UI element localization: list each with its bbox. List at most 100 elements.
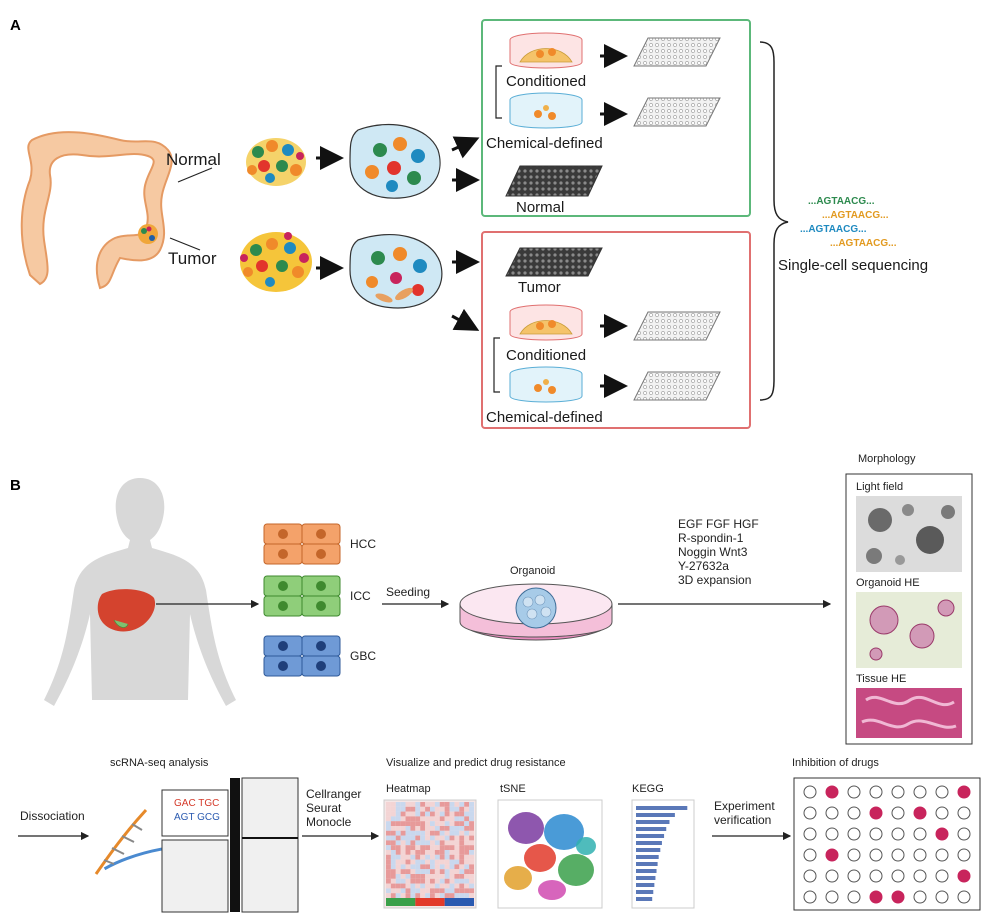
heatmap-cell xyxy=(400,850,406,855)
sequence-reads: ...AGTAACG... ...AGTAACG... ...AGTAACG..… xyxy=(800,196,897,249)
dna-helix-icon xyxy=(94,808,163,875)
heatmap-cell xyxy=(430,883,435,889)
heatmap-cell xyxy=(439,859,445,865)
heatmap-cell xyxy=(434,811,440,817)
heatmap-cell xyxy=(410,850,416,855)
drug-well xyxy=(803,869,817,883)
heatmap-cell xyxy=(410,878,416,884)
heatmap-cell xyxy=(439,864,445,870)
gbc-label: GBC xyxy=(350,649,376,663)
heatmap-cell xyxy=(459,874,465,879)
heatmap-cell xyxy=(459,826,465,831)
heatmap-cell xyxy=(459,854,465,860)
heatmap-cell xyxy=(444,883,450,889)
heatmap-cell xyxy=(420,878,426,884)
heatmap-cell xyxy=(430,850,435,855)
heatmap-cell xyxy=(386,869,391,874)
heatmap-cell xyxy=(454,811,460,817)
heatmap-cell xyxy=(410,811,416,817)
heatmap-cell xyxy=(405,840,411,846)
heatmap-cell xyxy=(434,869,440,874)
factor-line-5: 3D expansion xyxy=(678,573,751,587)
panel-a-letter: A xyxy=(10,17,21,34)
heatmap-cell xyxy=(386,850,391,855)
heatmap-cell xyxy=(425,869,430,874)
heatmap-cell xyxy=(434,883,440,889)
heatmap-cell xyxy=(400,854,406,860)
heatmap-cell xyxy=(400,816,406,822)
drug-well-inhibited xyxy=(825,848,839,862)
heatmap-cell xyxy=(444,874,450,879)
heatmap-cell xyxy=(420,802,426,807)
heatmap-cell xyxy=(386,830,391,836)
heatmap-cell xyxy=(415,816,421,822)
heatmap-cell xyxy=(386,854,391,860)
heatmap-cell xyxy=(386,859,391,865)
heatmap-cell xyxy=(454,850,460,855)
heatmap-cell xyxy=(390,883,396,889)
drug-well-inhibited xyxy=(957,869,971,883)
heatmap-cell xyxy=(464,816,470,822)
heatmap-cell xyxy=(449,893,455,898)
normal-plate-label: Normal xyxy=(516,199,564,216)
heatmap-cell xyxy=(464,826,470,831)
heatmap-cell xyxy=(410,893,416,898)
seq-plate-4 xyxy=(633,371,721,401)
heatmap-cell xyxy=(444,864,450,870)
heatmap-cell xyxy=(444,830,450,836)
heatmap-cell xyxy=(420,869,426,874)
heatmap-cell xyxy=(469,821,474,826)
heatmap-cell xyxy=(390,888,396,894)
heatmap-cell xyxy=(430,864,435,870)
heatmap-group-band xyxy=(386,898,416,906)
factor-line-1: EGF FGF HGF xyxy=(678,517,759,531)
heatmap-cell xyxy=(410,859,416,865)
heatmap-cell xyxy=(459,883,465,889)
drug-well xyxy=(935,785,949,799)
drug-well xyxy=(935,806,949,820)
drug-well xyxy=(803,848,817,862)
heatmap-cell xyxy=(430,893,435,898)
heatmap-cell xyxy=(415,830,421,836)
heatmap-cell xyxy=(420,893,426,898)
drug-well xyxy=(869,785,883,799)
arrow-to-conditioned-a xyxy=(451,136,480,159)
normal-organoid-droplet xyxy=(349,123,441,199)
heatmap-cell xyxy=(454,888,460,894)
heatmap-label: Heatmap xyxy=(386,783,431,795)
seq-plate-3 xyxy=(633,311,721,341)
heatmap-cell xyxy=(449,821,455,826)
heatmap-cell xyxy=(395,835,401,841)
heatmap-cell xyxy=(400,845,406,850)
heatmap-cell xyxy=(444,845,450,850)
arrow-to-conditioned-b xyxy=(451,308,480,331)
heatmap-cell xyxy=(464,840,470,846)
heatmap-cell xyxy=(464,874,470,879)
heatmap-cell xyxy=(400,864,406,870)
heatmap-cell xyxy=(420,821,426,826)
heatmap-cell xyxy=(464,830,470,836)
heatmap-cell xyxy=(449,878,455,884)
heatmap-cell xyxy=(464,835,470,841)
heatmap-cell xyxy=(395,816,401,822)
heatmap-cell xyxy=(444,888,450,894)
drug-well xyxy=(913,848,927,862)
heatmap-cell xyxy=(464,811,470,817)
chemical-dish-tumor xyxy=(509,366,583,403)
heatmap-cell xyxy=(434,802,440,807)
drug-well xyxy=(825,869,839,883)
heatmap-cell xyxy=(415,878,421,884)
heatmap-cell xyxy=(454,878,460,884)
tsne-label: tSNE xyxy=(500,783,526,795)
scrna-title: scRNA-seq analysis xyxy=(110,757,209,769)
normal-chemical-label: Chemical-defined xyxy=(486,135,603,152)
heatmap-cell xyxy=(410,864,416,870)
normal-tissue-cluster xyxy=(246,138,306,186)
heatmap-cell xyxy=(415,840,421,846)
heatmap-cell xyxy=(434,859,440,865)
organoid-he-label: Organoid HE xyxy=(856,577,920,589)
heatmap-cell xyxy=(420,806,426,812)
heatmap-cell xyxy=(395,826,401,831)
heatmap-cell xyxy=(469,816,474,822)
drug-well xyxy=(803,785,817,799)
